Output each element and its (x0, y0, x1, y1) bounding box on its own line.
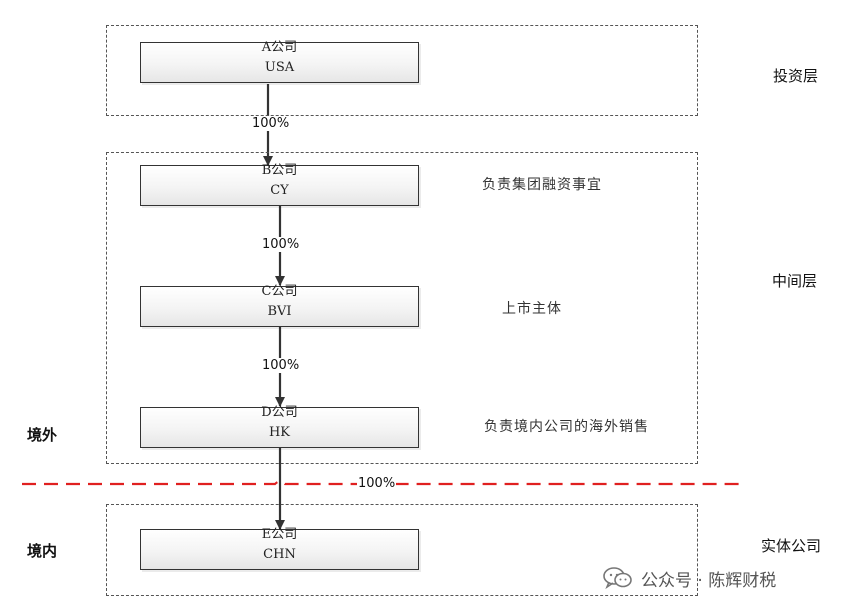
company-name: E公司 (261, 527, 298, 542)
company-location: BVI (267, 304, 292, 319)
company-box-c: C公司 BVI (140, 284, 419, 327)
note-b: 负责集团融资事宜 (482, 177, 602, 193)
company-name: C公司 (261, 284, 298, 299)
layer-label-middle: 中间层 (772, 272, 818, 290)
layer-label-entity: 实体公司 (761, 537, 822, 555)
ownership-b-c: 100% (261, 237, 301, 252)
layer-label-investment: 投资层 (773, 67, 819, 85)
wechat-icon (603, 567, 632, 590)
company-location: CY (270, 183, 289, 198)
company-name: A公司 (261, 40, 298, 55)
note-c: 上市主体 (502, 301, 562, 317)
company-location: CHN (263, 547, 296, 562)
region-label-onshore: 境内 (27, 542, 58, 560)
entity-layer-box (106, 504, 698, 596)
watermark-text: 公众号 · 陈辉财税 (641, 570, 777, 591)
ownership-d-e: 100% (357, 476, 397, 491)
investment-layer-box (106, 25, 698, 116)
region-label-offshore: 境外 (27, 426, 58, 444)
note-d: 负责境内公司的海外销售 (484, 419, 649, 435)
company-location: USA (264, 60, 295, 75)
ownership-c-d: 100% (261, 358, 301, 373)
company-box-e: E公司 CHN (140, 527, 419, 570)
watermark: 公众号 · 陈辉财税 (603, 565, 843, 591)
company-name: B公司 (261, 163, 298, 178)
middle-layer-box (106, 152, 698, 464)
company-box-b: B公司 CY (140, 163, 419, 206)
company-box-a: A公司 USA (140, 40, 419, 83)
border-line (22, 480, 740, 486)
ownership-a-b: 100% (251, 116, 291, 131)
company-location: HK (268, 425, 291, 440)
company-box-d: D公司 HK (140, 405, 419, 448)
company-name: D公司 (261, 405, 298, 420)
